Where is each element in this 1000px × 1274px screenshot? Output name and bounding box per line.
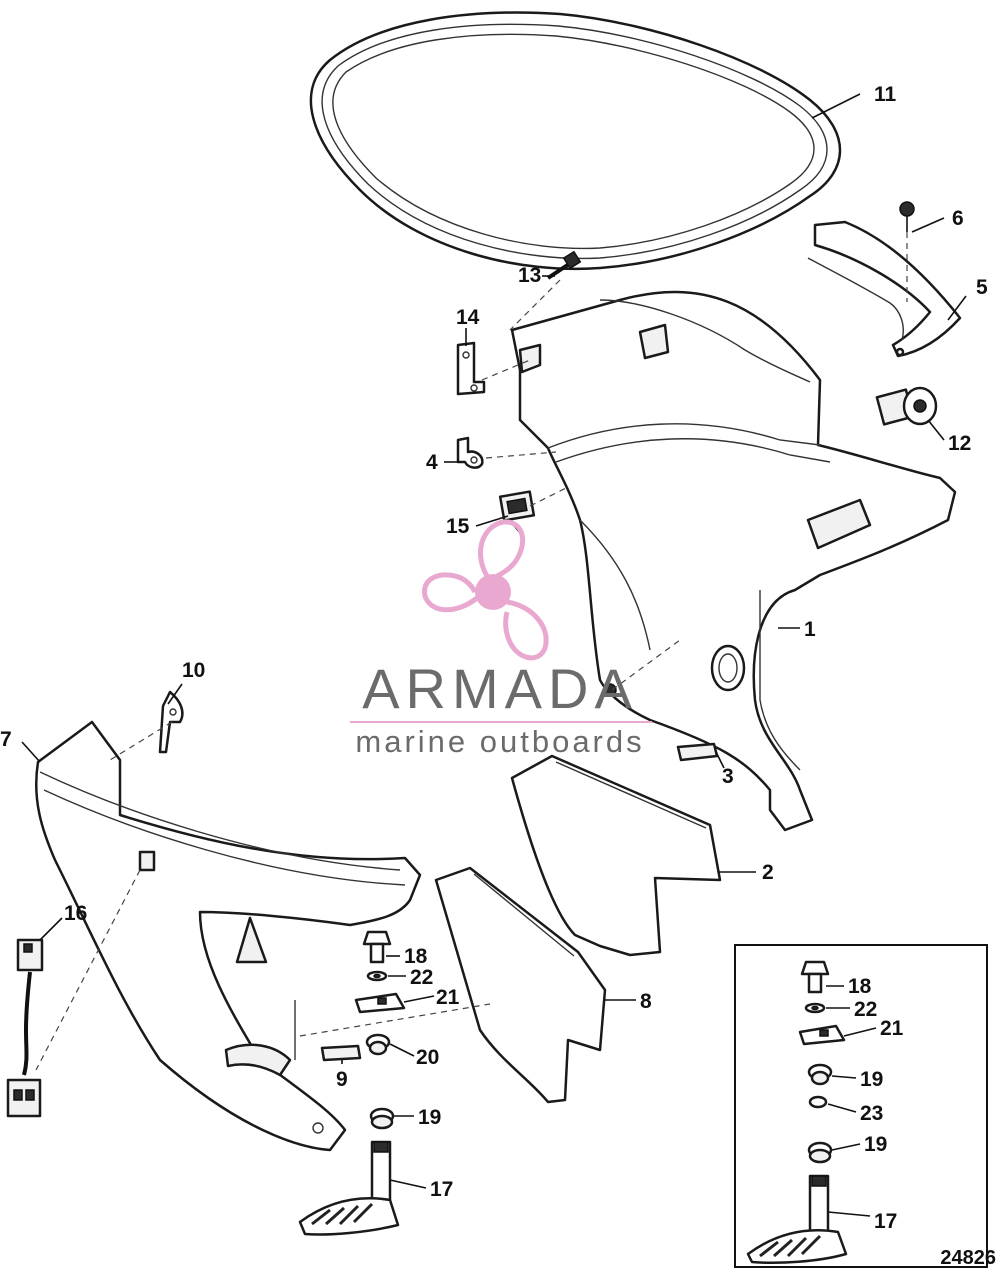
part-8-panel <box>434 866 607 1104</box>
callout-20: 20 <box>416 1046 439 1069</box>
callout-16: 16 <box>64 902 87 925</box>
part-11-seal <box>309 11 842 271</box>
part-4-clip <box>456 436 484 469</box>
callout-5: 5 <box>976 276 988 299</box>
part-5-trim <box>807 220 962 358</box>
inset-callout-18: 18 <box>848 975 872 998</box>
hardware-main <box>354 930 406 1130</box>
callout-15: 15 <box>446 515 470 538</box>
inset-callout-19a: 19 <box>860 1068 883 1091</box>
callout-4: 4 <box>426 451 438 474</box>
callout-14: 14 <box>456 306 480 329</box>
inset-callout-23: 23 <box>860 1102 883 1125</box>
part-7-lower-cowl-front <box>34 720 422 1152</box>
callout-9: 9 <box>336 1068 348 1091</box>
alignment-lines <box>35 232 908 1071</box>
part-1-lower-cowl-rear <box>510 290 957 832</box>
callout-8: 8 <box>640 990 652 1013</box>
part-15-latch <box>498 490 536 535</box>
part-14-bracket <box>456 341 486 396</box>
brand-watermark: ARMADA marine outboards <box>350 519 652 759</box>
figure-number: 24826 <box>940 1247 996 1269</box>
brand-tagline: marine outboards <box>355 724 644 759</box>
inset-callout-19b: 19 <box>864 1133 887 1156</box>
callout-11: 11 <box>874 83 897 106</box>
callout-7: 7 <box>0 728 12 751</box>
part-6-screw <box>899 201 915 232</box>
callout-19: 19 <box>418 1106 441 1129</box>
callout-labels: 11 6 5 13 14 12 4 15 1 10 7 3 2 16 18 22… <box>0 83 996 1269</box>
callout-22: 22 <box>410 966 433 989</box>
callout-18: 18 <box>404 945 428 968</box>
callout-13: 13 <box>518 264 541 287</box>
inset-callout-17: 17 <box>874 1210 897 1233</box>
part-17-lever <box>298 1140 400 1236</box>
callout-10: 10 <box>182 659 205 682</box>
part-2-panel <box>510 754 722 957</box>
leader-lines <box>21 93 967 1217</box>
callout-17: 17 <box>430 1178 453 1201</box>
hardware-inset <box>734 944 988 1268</box>
part-3-pad <box>676 742 719 762</box>
propeller-icon <box>422 519 549 661</box>
part-9-pad <box>320 1044 362 1062</box>
callout-1: 1 <box>804 618 816 641</box>
callout-21: 21 <box>436 986 460 1009</box>
part-12-connector <box>875 386 938 426</box>
callout-12: 12 <box>948 432 971 455</box>
part-16-harness <box>6 938 44 1118</box>
callout-3: 3 <box>722 765 734 788</box>
inset-callout-22: 22 <box>854 998 877 1021</box>
inset-callout-21: 21 <box>880 1017 904 1040</box>
callout-6: 6 <box>952 207 964 230</box>
callout-2: 2 <box>762 861 774 884</box>
brand-name: ARMADA <box>362 657 638 720</box>
